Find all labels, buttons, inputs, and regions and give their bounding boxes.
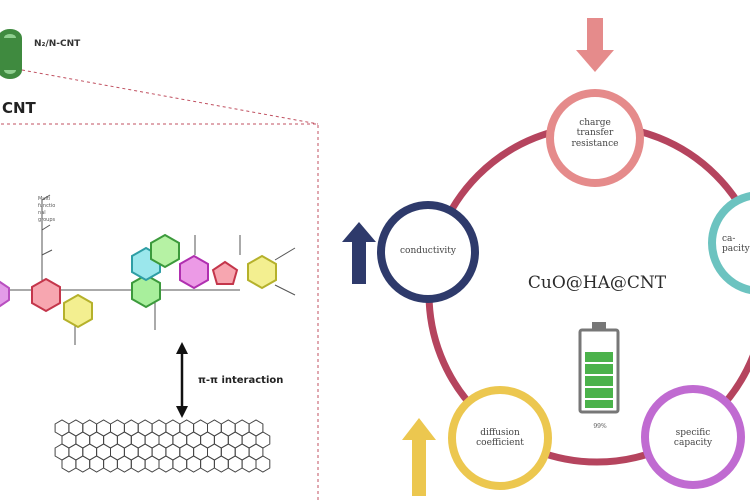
- lattice-hexagon: [103, 455, 118, 473]
- ring-yellow: [63, 293, 93, 329]
- cnt-label: CNT: [2, 99, 37, 117]
- arrow-up-diffusion-icon: [402, 418, 436, 496]
- node-right-label: ca- pacity: [722, 234, 750, 255]
- ring-magenta: [179, 254, 209, 290]
- lattice-hexagon: [186, 455, 202, 473]
- center-label: CuO@HA@CNT: [528, 273, 667, 293]
- zoom-box: [0, 123, 319, 500]
- lattice-hexagon: [200, 455, 215, 473]
- arrow-up-conductivity-icon: [342, 222, 376, 284]
- molecule-rings: [0, 233, 277, 329]
- node-diffusion-label: diffusion coefficient: [476, 428, 524, 449]
- node-right: [708, 191, 750, 295]
- ring-yellow-right: [247, 254, 277, 290]
- lattice-hexagon: [130, 455, 146, 473]
- node-charge-label: charge transfer resistance: [571, 118, 619, 149]
- ring-red-pentagon: [211, 260, 239, 285]
- ring-purple-left: [0, 280, 10, 308]
- zoom-line-top: [21, 69, 319, 125]
- node-specific-label: specific capacity: [673, 428, 713, 449]
- lattice-hexagon: [89, 455, 105, 473]
- interaction-label: π-π interaction: [198, 375, 283, 386]
- lattice-hexagon: [213, 455, 229, 473]
- lattice-hexagon: [116, 455, 132, 473]
- lattice-hexagon: [61, 455, 77, 473]
- lattice-hexagon: [255, 455, 271, 473]
- node-conductivity: [377, 201, 479, 303]
- lattice-hexagon: [172, 455, 188, 473]
- lattice-hexagon: [75, 455, 91, 473]
- ring-green-top: [150, 233, 180, 269]
- cnt-lattice: [54, 419, 271, 473]
- node-conductivity-label: conductivity: [399, 246, 456, 256]
- pi-pi-double-arrow: [176, 342, 188, 418]
- node-specific: [641, 385, 745, 489]
- node-charge-transfer: [546, 89, 644, 187]
- lattice-hexagon: [227, 455, 243, 473]
- cnt-legend-label: N₂/N-CNT: [34, 39, 81, 49]
- arrow-down-icon: [576, 18, 614, 72]
- ring-red: [31, 277, 61, 313]
- cnt-legend-icon: [0, 29, 22, 79]
- lattice-hexagon: [158, 455, 174, 473]
- lattice-hexagon: [144, 455, 160, 473]
- ring-green-low: [131, 273, 161, 309]
- humic-acid-molecule: [0, 194, 296, 345]
- battery-icon: [578, 322, 620, 414]
- battery-label: 99%: [593, 423, 607, 430]
- lattice-hexagon: [241, 455, 257, 473]
- node-diffusion: [448, 386, 552, 490]
